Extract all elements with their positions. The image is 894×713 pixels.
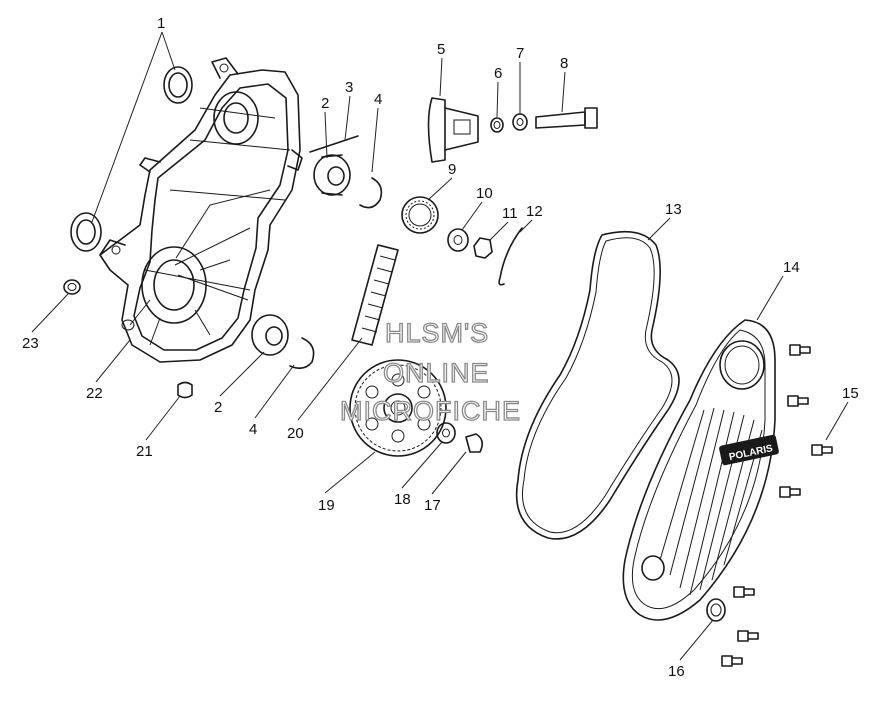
callout-2: 2	[321, 95, 329, 112]
sprocket-bolt-17	[465, 433, 484, 453]
cover-seal	[706, 598, 726, 622]
leader-lines	[31, 31, 849, 661]
callout-14: 14	[783, 259, 800, 276]
callout-18: 18	[394, 491, 411, 508]
callout-10: 10	[476, 185, 493, 202]
cotter-pin	[498, 227, 523, 286]
chaincase-housing	[99, 57, 303, 363]
callout-4b: 4	[249, 421, 257, 438]
seal-lower	[70, 212, 102, 252]
callout-7: 7	[516, 45, 524, 62]
callout-23: 23	[22, 335, 39, 352]
tensioner-nut	[490, 117, 504, 133]
cover-bolts	[721, 344, 833, 667]
bottom-sprocket	[349, 359, 447, 457]
seal-upper	[163, 66, 193, 104]
callout-13: 13	[665, 201, 682, 218]
top-sprocket	[401, 196, 439, 234]
callout-16: 16	[668, 663, 685, 680]
bearing-lower	[251, 314, 289, 356]
tensioner-washer	[512, 113, 528, 131]
chaincase-cover: POLARIS	[622, 319, 779, 621]
callout-labels: 1 2 3 4 5 6 7 8 9 10 11 12 13 14 15 16 1…	[22, 15, 859, 680]
callout-11: 11	[502, 205, 518, 222]
callout-2b: 2	[214, 399, 222, 416]
callout-4: 4	[374, 91, 382, 108]
callout-9: 9	[448, 161, 456, 178]
callout-20: 20	[287, 425, 304, 442]
watermark-line-1: HLSM'S	[385, 318, 489, 348]
callout-12: 12	[526, 203, 543, 220]
callout-19: 19	[318, 497, 335, 514]
callout-8: 8	[560, 55, 568, 72]
callout-5: 5	[437, 41, 445, 58]
watermark-line-3: MICROFICHE	[340, 396, 521, 426]
pin	[309, 135, 359, 153]
nut-23	[63, 279, 81, 295]
callout-21: 21	[136, 443, 153, 460]
drain-plug	[177, 381, 193, 399]
snap-ring-lower	[289, 337, 315, 370]
drive-chain	[351, 244, 399, 346]
callout-1: 1	[157, 15, 165, 32]
snap-ring-upper	[359, 177, 383, 209]
callout-15: 15	[842, 385, 859, 402]
sprocket-washer-18	[436, 422, 456, 444]
callout-17: 17	[424, 497, 441, 514]
chain-tensioner	[427, 97, 479, 163]
castle-nut	[473, 237, 493, 259]
callout-6: 6	[494, 65, 502, 82]
sprocket-washer	[447, 228, 469, 252]
tensioner-bolt	[535, 107, 598, 129]
cover-gasket	[515, 230, 680, 540]
watermark-line-2: ONLINE	[383, 358, 490, 388]
callout-22: 22	[86, 385, 103, 402]
bearing-upper	[313, 154, 351, 196]
callout-3: 3	[345, 79, 353, 96]
watermark: HLSM'S ONLINE MICROFICHE	[339, 317, 521, 426]
